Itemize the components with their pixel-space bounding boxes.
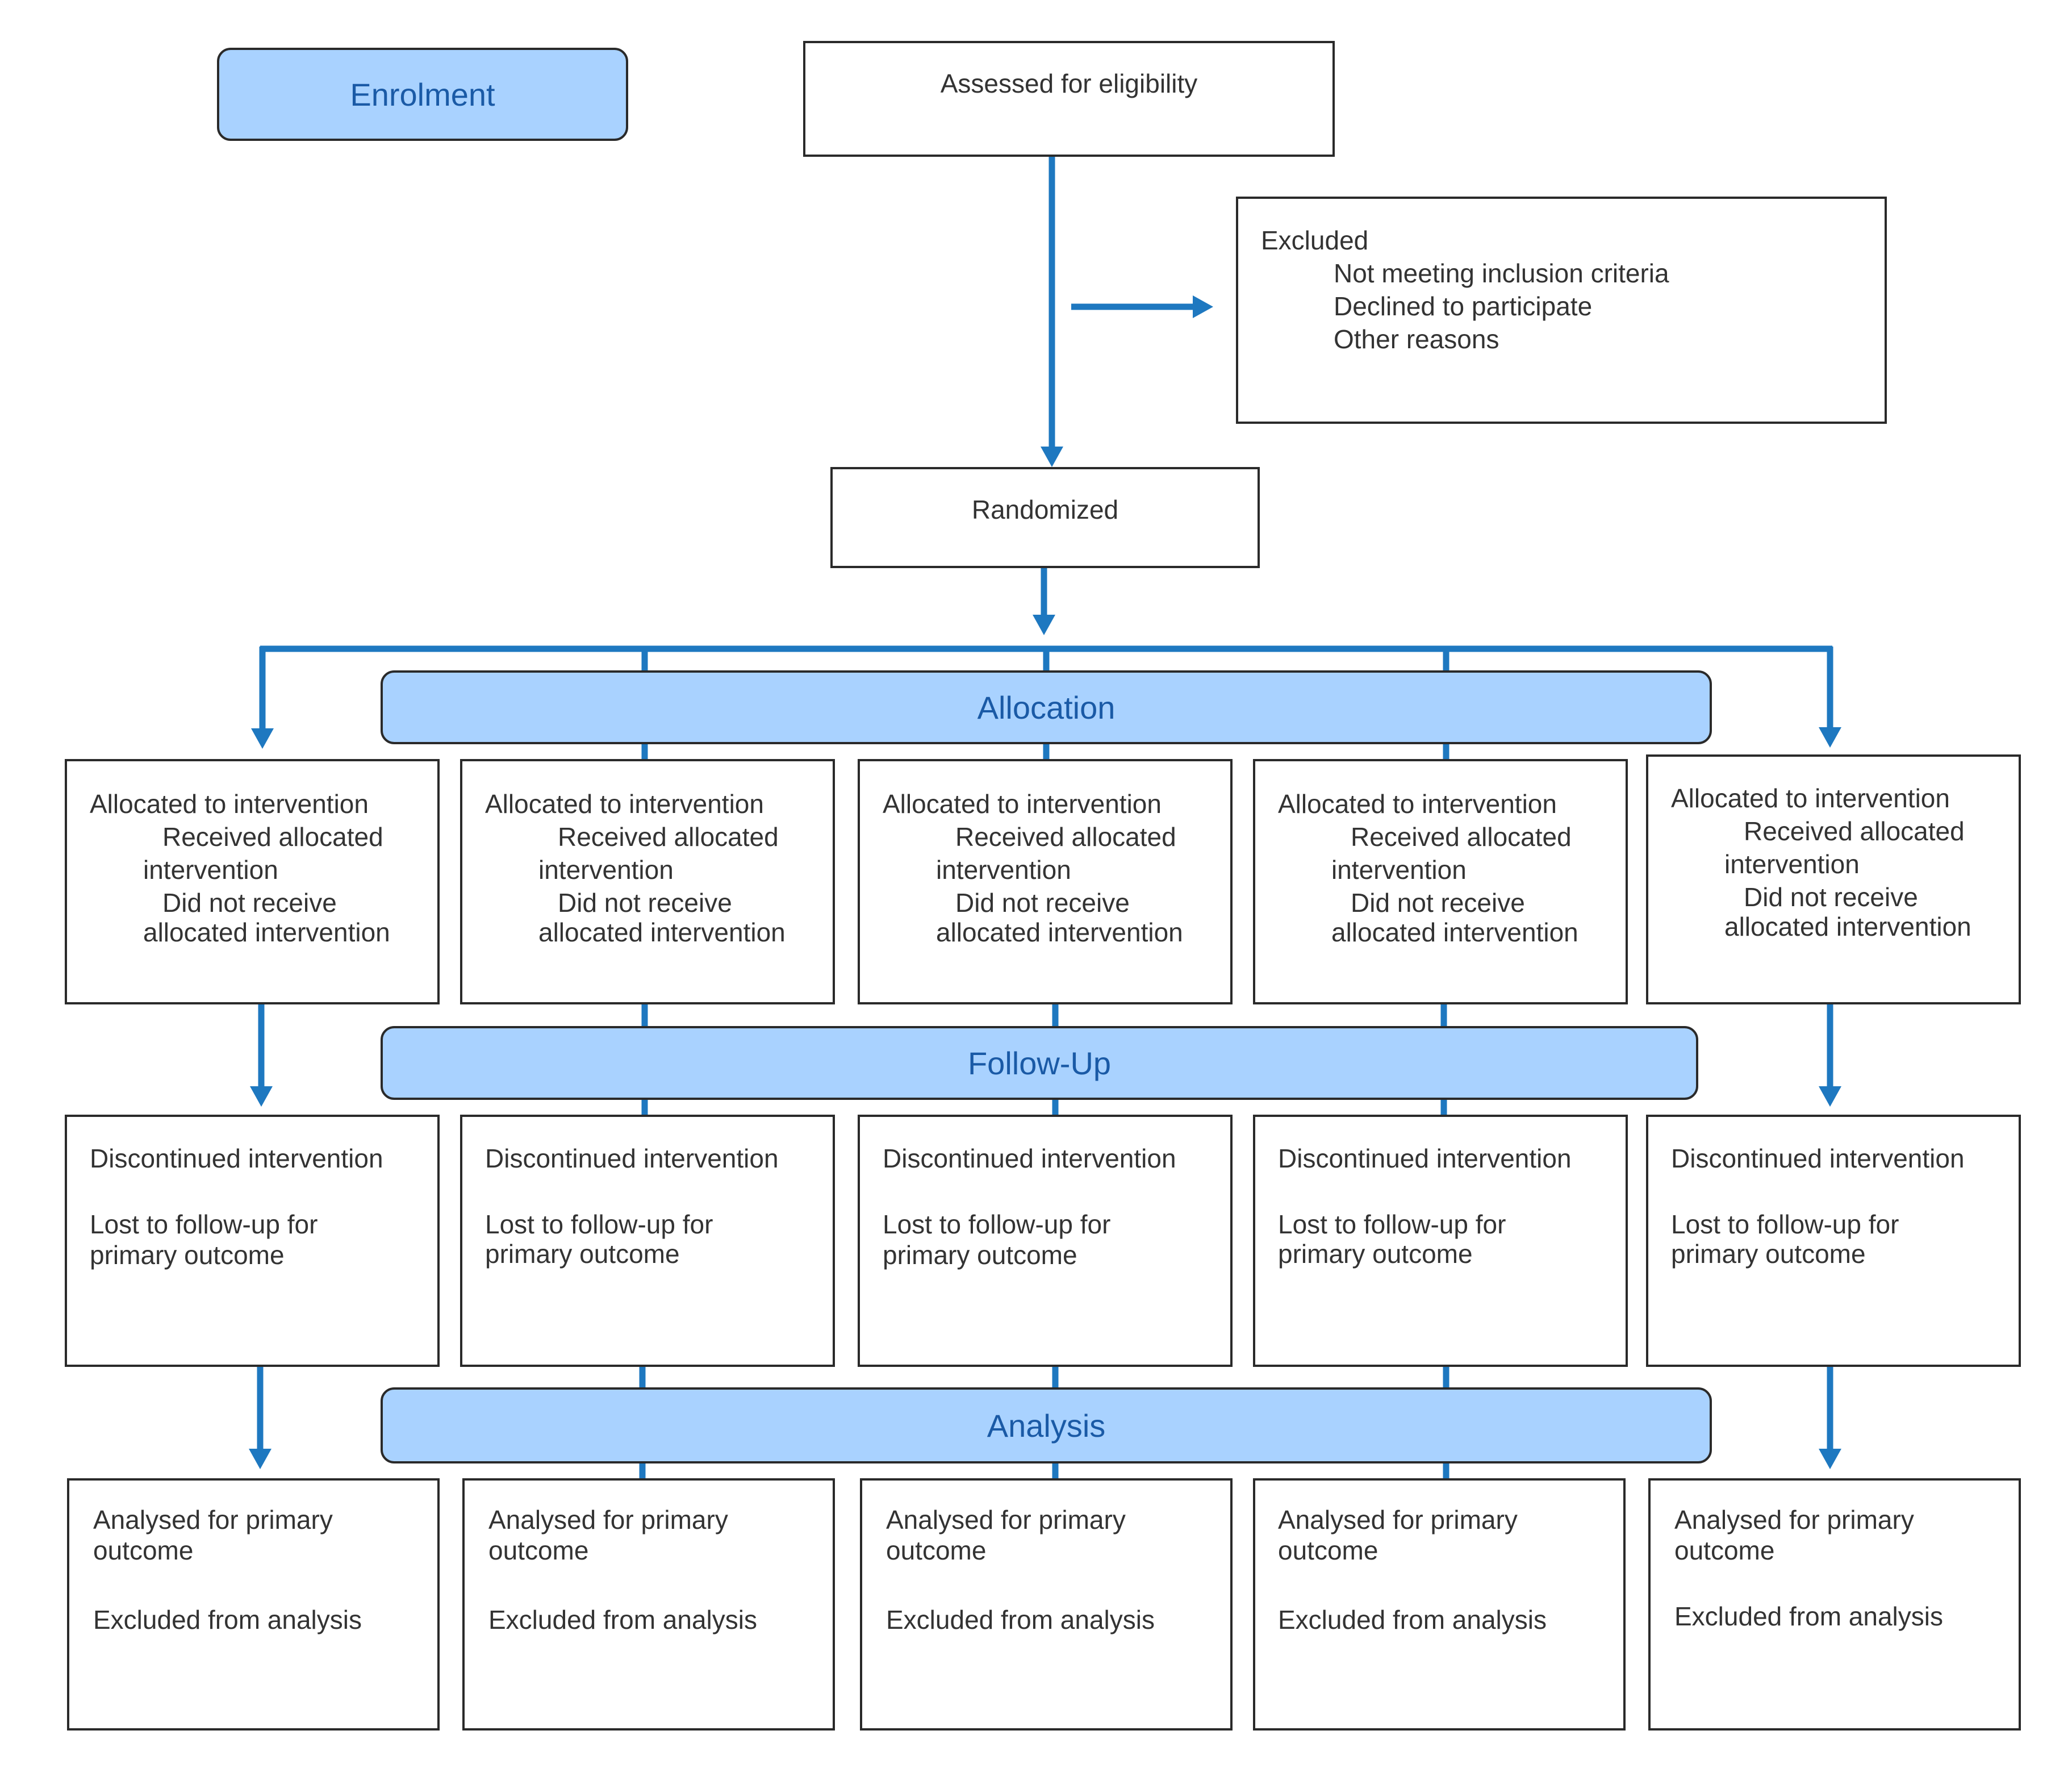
- allocation-line: Received allocated: [558, 822, 779, 852]
- allocation-line: Received allocated: [955, 822, 1176, 852]
- allocation-line: allocated intervention: [1724, 912, 1971, 941]
- analysis-line: Excluded from analysis: [93, 1605, 362, 1634]
- followup-line: Lost to follow-up for: [1278, 1210, 1506, 1239]
- excluded-item: Not meeting inclusion criteria: [1334, 258, 1669, 288]
- allocation-line: intervention: [143, 855, 278, 885]
- stage-allocation-label: Allocation: [977, 689, 1116, 725]
- allocation-line: intervention: [1331, 855, 1467, 885]
- analysis-line: Excluded from analysis: [1674, 1602, 1943, 1631]
- followup-line: Discontinued intervention: [485, 1144, 779, 1173]
- allocation-line: Received allocated: [1744, 816, 1965, 846]
- allocation-line: Allocated to intervention: [1278, 789, 1557, 819]
- stage-analysis: Analysis: [381, 1387, 1712, 1463]
- analysis-box: Analysed for primary outcome Excluded fr…: [1253, 1478, 1626, 1731]
- allocation-line: allocated intervention: [1331, 918, 1578, 947]
- stage-enrolment-label: Enrolment: [350, 76, 495, 112]
- followup-line: primary outcome: [1671, 1239, 1866, 1269]
- allocation-line: allocated intervention: [143, 918, 390, 947]
- allocation-box: Allocated to intervention Received alloc…: [1253, 759, 1628, 1004]
- followup-box: Discontinued intervention Lost to follow…: [1646, 1115, 2021, 1367]
- randomized-label: Randomized: [971, 495, 1119, 524]
- randomized-box: Randomized: [830, 467, 1260, 568]
- followup-line: Discontinued intervention: [883, 1144, 1176, 1173]
- allocation-line: Did not receive: [162, 888, 337, 918]
- analysis-line: outcome: [488, 1536, 589, 1565]
- followup-line: Lost to follow-up for: [883, 1210, 1111, 1239]
- followup-line: primary outcome: [1278, 1239, 1473, 1269]
- analysis-box: Analysed for primary outcome Excluded fr…: [860, 1478, 1233, 1731]
- allocation-line: intervention: [1724, 849, 1860, 879]
- arrowhead-icon: [250, 1086, 273, 1107]
- analysis-line: outcome: [886, 1536, 987, 1565]
- allocation-line: allocated intervention: [936, 918, 1183, 947]
- followup-box: Discontinued intervention Lost to follow…: [858, 1115, 1233, 1367]
- arrowhead-icon: [249, 1449, 271, 1469]
- allocation-line: Allocated to intervention: [90, 789, 369, 819]
- analysis-line: Analysed for primary: [93, 1505, 333, 1535]
- allocation-box: Allocated to intervention Received alloc…: [65, 759, 440, 1004]
- analysis-line: Analysed for primary: [1278, 1505, 1518, 1535]
- analysis-line: outcome: [93, 1536, 194, 1565]
- allocation-line: intervention: [538, 855, 674, 885]
- followup-line: primary outcome: [90, 1240, 285, 1270]
- allocation-line: intervention: [936, 855, 1071, 885]
- assessed-label: Assessed for eligibility: [940, 69, 1198, 98]
- allocation-line: Allocated to intervention: [1671, 783, 1950, 813]
- excluded-box: Excluded Not meeting inclusion criteria …: [1236, 197, 1887, 424]
- allocation-box: Allocated to intervention Received alloc…: [1646, 754, 2021, 1004]
- stage-follow-up: Follow-Up: [381, 1026, 1698, 1100]
- analysis-line: outcome: [1278, 1536, 1378, 1565]
- arrowhead-icon: [251, 728, 274, 749]
- excluded-item: Declined to participate: [1334, 291, 1593, 321]
- allocation-line: Did not receive: [1351, 888, 1525, 918]
- followup-box: Discontinued intervention Lost to follow…: [1253, 1115, 1628, 1367]
- stage-follow-up-label: Follow-Up: [967, 1045, 1112, 1081]
- analysis-line: Excluded from analysis: [488, 1605, 757, 1634]
- arrowhead-icon: [1193, 295, 1213, 318]
- stage-allocation: Allocation: [381, 670, 1712, 744]
- excluded-title: Excluded: [1261, 226, 1369, 255]
- followup-line: Discontinued intervention: [1278, 1144, 1572, 1173]
- followup-line: Discontinued intervention: [1671, 1144, 1965, 1173]
- stage-analysis-label: Analysis: [987, 1407, 1106, 1444]
- stage-enrolment: Enrolment: [217, 48, 628, 141]
- arrowhead-icon: [1819, 1086, 1841, 1107]
- allocation-line: Received allocated: [162, 822, 383, 852]
- allocation-line: Did not receive: [558, 888, 732, 918]
- allocation-line: Did not receive: [1744, 882, 1918, 912]
- arrowhead-icon: [1819, 1449, 1841, 1469]
- allocation-line: Did not receive: [955, 888, 1130, 918]
- followup-line: Lost to follow-up for: [1671, 1210, 1899, 1239]
- analysis-box: Analysed for primary outcome Excluded fr…: [67, 1478, 440, 1731]
- analysis-line: Analysed for primary: [886, 1505, 1126, 1535]
- assessed-box: Assessed for eligibility: [803, 41, 1335, 157]
- followup-line: primary outcome: [883, 1240, 1077, 1270]
- allocation-line: Allocated to intervention: [883, 789, 1162, 819]
- analysis-line: outcome: [1674, 1536, 1775, 1565]
- allocation-box: Allocated to intervention Received alloc…: [460, 759, 835, 1004]
- analysis-line: Analysed for primary: [488, 1505, 728, 1535]
- followup-line: Discontinued intervention: [90, 1144, 383, 1173]
- arrowhead-icon: [1041, 447, 1063, 467]
- arrowhead-icon: [1819, 727, 1841, 748]
- analysis-box: Analysed for primary outcome Excluded fr…: [462, 1478, 835, 1731]
- analysis-line: Excluded from analysis: [886, 1605, 1155, 1634]
- followup-line: Lost to follow-up for: [90, 1210, 318, 1239]
- allocation-line: Received allocated: [1351, 822, 1572, 852]
- allocation-line: Allocated to intervention: [485, 789, 764, 819]
- followup-line: primary outcome: [485, 1239, 680, 1269]
- followup-box: Discontinued intervention Lost to follow…: [460, 1115, 835, 1367]
- allocation-line: allocated intervention: [538, 918, 786, 947]
- followup-line: Lost to follow-up for: [485, 1210, 713, 1239]
- analysis-line: Analysed for primary: [1674, 1505, 1914, 1535]
- analysis-box: Analysed for primary outcome Excluded fr…: [1648, 1478, 2021, 1731]
- excluded-item: Other reasons: [1334, 324, 1499, 354]
- arrowhead-icon: [1033, 615, 1055, 635]
- followup-box: Discontinued intervention Lost to follow…: [65, 1115, 440, 1367]
- allocation-box: Allocated to intervention Received alloc…: [858, 759, 1233, 1004]
- analysis-line: Excluded from analysis: [1278, 1605, 1547, 1634]
